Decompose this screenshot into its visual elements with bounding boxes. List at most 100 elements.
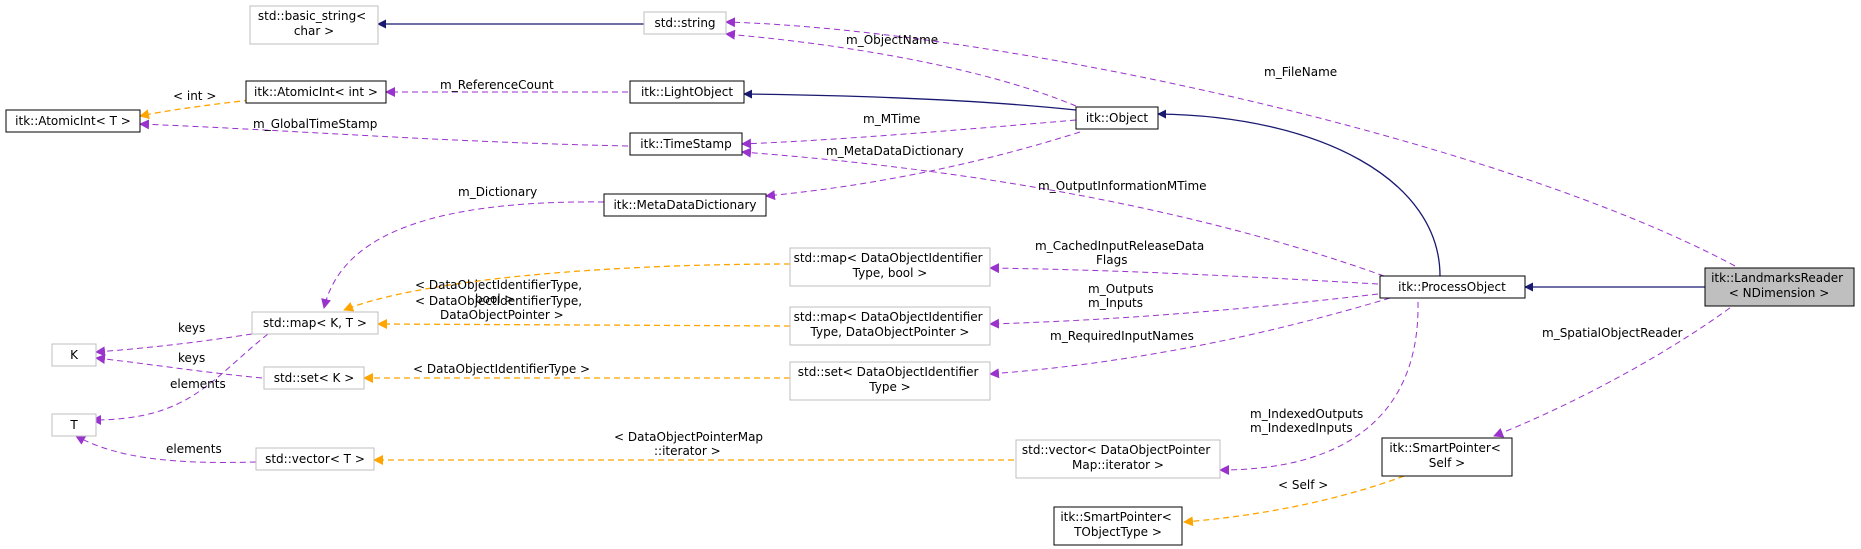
svg-text:elements: elements	[166, 442, 222, 456]
edge-label-m-mtime: m_MTime	[863, 112, 920, 126]
edge-label-m-dictionary: m_Dictionary	[458, 185, 537, 199]
svg-text:< DataObjectPointerMap: < DataObjectPointerMap ::iterator >	[614, 430, 767, 458]
node-itk-timestamp[interactable]: itk::TimeStamp	[629, 132, 743, 156]
edge-label-m-inputs: m_Inputs	[1088, 296, 1143, 310]
edge-label-elements-map: elements	[170, 377, 226, 391]
edge-dopm-iter-template: < DataObjectPointerMap ::iterator >	[373, 430, 1014, 465]
nodes: std::basic_string< char > std::string it…	[5, 5, 1855, 546]
edge-self-template: < Self >	[1183, 475, 1405, 527]
svg-text:< DataObjectIdentifierType,: < DataObjectIdentifierType, DataObjectPo…	[415, 294, 586, 322]
node-itk-processobject[interactable]: itk::ProcessObject	[1379, 275, 1526, 299]
node-label-map-bool-2: Type, bool >	[852, 266, 928, 280]
node-label-smartpointer-self-1: itk::SmartPointer<	[1389, 441, 1501, 455]
edge-m-spatialobjectreader: m_SpatialObjectReader	[1493, 301, 1739, 438]
edge-m-dictionary: m_Dictionary	[321, 185, 605, 309]
node-t[interactable]: T	[51, 413, 97, 437]
edge-doi-ptr-template: < DataObjectIdentifierType, DataObjectPo…	[377, 294, 791, 330]
svg-text:< Self >: < Self >	[1278, 478, 1328, 492]
node-itk-metadatadictionary[interactable]: itk::MetaDataDictionary	[603, 193, 767, 217]
edge-label-flags: Flags	[1096, 253, 1127, 267]
node-std-map-doi-bool[interactable]: std::map< DataObjectIdentifier Type, boo…	[789, 247, 991, 287]
node-label-vector-iter-1: std::vector< DataObjectPointer	[1022, 443, 1211, 457]
edge-elements-map: elements	[91, 333, 269, 425]
svg-text:m_MTime: m_MTime	[863, 112, 920, 126]
edge-label-dopm-iter-1: < DataObjectPointerMap	[614, 430, 763, 444]
edge-m-requiredinputnames: m_RequiredInputNames	[989, 297, 1391, 379]
node-std-set-doi[interactable]: std::set< DataObjectIdentifier Type >	[789, 361, 991, 401]
edge-label-doi-ptr-1: < DataObjectIdentifierType,	[415, 294, 582, 308]
edge-label-m-cachedinputreleasedata: m_CachedInputReleaseData	[1035, 239, 1204, 253]
svg-text:itk::SmartPointer< Sel: itk::SmartPointer< Self >	[1389, 441, 1504, 470]
edge-label-doi-ptr-2: DataObjectPointer >	[440, 308, 564, 322]
node-label-basic-string-1: std::basic_string<	[258, 9, 366, 23]
node-label-smartpointer-t-2: TObjectType >	[1073, 525, 1162, 539]
edge-label-doi-template: < DataObjectIdentifierType >	[413, 362, 590, 376]
node-label-map-k-t: std::map< K, T >	[263, 316, 367, 330]
node-label-smartpointer-t-1: itk::SmartPointer<	[1060, 510, 1172, 524]
node-std-vector-iterator[interactable]: std::vector< DataObjectPointer Map::iter…	[1015, 439, 1221, 479]
edge-m-objectname: m_ObjectName	[725, 29, 1077, 107]
node-label-lightobject: itk::LightObject	[641, 85, 733, 99]
node-itk-smartpointer-tobjecttype[interactable]: itk::SmartPointer< TObjectType >	[1053, 506, 1183, 546]
node-itk-atomicint-t[interactable]: itk::AtomicInt< T >	[5, 109, 141, 133]
svg-text:m_GlobalTimeStamp: m_GlobalTimeStamp	[253, 117, 377, 131]
edge-label-m-outputs: m_Outputs	[1088, 282, 1154, 296]
svg-text:keys: keys	[178, 321, 205, 335]
edge-label-m-indexedinputs: m_IndexedInputs	[1250, 421, 1353, 435]
svg-text:itk::SmartPointer< TOb: itk::SmartPointer< TObjectType >	[1060, 510, 1175, 539]
edge-label-m-indexedoutputs: m_IndexedOutputs	[1250, 407, 1363, 421]
svg-text:m_ReferenceCount: m_ReferenceCount	[440, 78, 554, 92]
edge-label-m-spatialobjectreader: m_SpatialObjectReader	[1542, 326, 1683, 340]
node-itk-object[interactable]: itk::Object	[1075, 106, 1159, 130]
edge-keys-set: keys	[95, 351, 263, 379]
node-std-string[interactable]: std::string	[643, 11, 727, 35]
edge-label-m-requiredinputnames: m_RequiredInputNames	[1050, 329, 1194, 343]
node-label-processobject: itk::ProcessObject	[1398, 280, 1506, 294]
edge-m-globaltimestamp: m_GlobalTimeStamp	[139, 117, 629, 147]
svg-text:< DataObjectIdentifierType,: < DataObjectIdentifierType, bool >	[415, 278, 586, 306]
svg-text:< DataObjectIdentifierType >: < DataObjectIdentifierType >	[413, 362, 590, 376]
node-label-t: T	[69, 418, 78, 432]
edge-processobject-inherits-object	[1157, 109, 1441, 277]
node-std-vector-t[interactable]: std::vector< T >	[255, 447, 375, 471]
edge-m-outputs-inputs: m_Outputs m_Inputs	[989, 282, 1379, 329]
svg-text:m_CachedInputReleaseData: m_CachedInputReleaseData Flags	[1035, 239, 1208, 267]
svg-text:m_OutputInformationMTime: m_OutputInformationMTime	[1038, 179, 1207, 193]
node-std-map-doi-ptr[interactable]: std::map< DataObjectIdentifier Type, Dat…	[789, 306, 991, 346]
svg-text:std::map< DataObjectIdentifier: std::map< DataObjectIdentifier Type, boo…	[794, 251, 987, 280]
edge-label-int-template: < int >	[173, 89, 216, 103]
node-std-basic-string[interactable]: std::basic_string< char >	[249, 5, 379, 45]
node-label-map-ptr-2: Type, DataObjectPointer >	[810, 325, 970, 339]
edge-label-m-objectname: m_ObjectName	[846, 33, 938, 47]
node-label-set-doi-1: std::set< DataObjectIdentifier	[798, 365, 979, 379]
svg-text:std::basic_string< cha: std::basic_string< char >	[258, 9, 370, 38]
edge-label-m-outputinformationmtime: m_OutputInformationMTime	[1038, 179, 1207, 193]
edge-label-keys-map: keys	[178, 321, 205, 335]
edge-keys-map: keys	[95, 321, 253, 357]
edge-label-m-metadatadictionary: m_MetaDataDictionary	[826, 144, 964, 158]
node-itk-smartpointer-self[interactable]: itk::SmartPointer< Self >	[1381, 437, 1513, 477]
edge-label-m-referencecount: m_ReferenceCount	[440, 78, 554, 92]
node-itk-landmarksreader[interactable]: itk::LandmarksReader < NDimension >	[1704, 267, 1855, 307]
edge-m-cachedinputreleasedataflags: m_CachedInputReleaseData Flags	[989, 239, 1379, 285]
node-itk-lightobject[interactable]: itk::LightObject	[629, 80, 745, 104]
svg-text:m_MetaDataDictionary: m_MetaDataDictionary	[826, 144, 964, 158]
node-label-set-doi-2: Type >	[868, 380, 910, 394]
edge-doi-bool-template: < DataObjectIdentifierType, bool >	[343, 263, 791, 312]
edge-label-doi-bool-2: bool >	[475, 292, 515, 306]
node-k[interactable]: K	[51, 343, 97, 367]
edge-doi-template: < DataObjectIdentifierType >	[363, 362, 790, 383]
svg-text:std::set< DataObjectIdentifier: std::set< DataObjectIdentifier Type >	[798, 365, 983, 394]
node-std-map-k-t[interactable]: std::map< K, T >	[251, 311, 379, 335]
svg-text:m_RequiredInputNames: m_RequiredInputNames	[1050, 329, 1194, 343]
node-label-smartpointer-self-2: Self >	[1429, 456, 1465, 470]
node-label-timestamp: itk::TimeStamp	[640, 137, 731, 151]
edge-label-dopm-iter-2: ::iterator >	[654, 444, 721, 458]
edge-m-mtime: m_MTime	[741, 112, 1077, 149]
node-itk-atomicint-int[interactable]: itk::AtomicInt< int >	[245, 80, 387, 104]
node-label-landmarksreader-1: itk::LandmarksReader	[1711, 271, 1843, 285]
edge-label-m-globaltimestamp: m_GlobalTimeStamp	[253, 117, 377, 131]
node-label-basic-string-2: char >	[294, 24, 334, 38]
node-label-atomicint-int: itk::AtomicInt< int >	[254, 85, 378, 99]
node-std-set-k[interactable]: std::set< K >	[263, 366, 365, 390]
